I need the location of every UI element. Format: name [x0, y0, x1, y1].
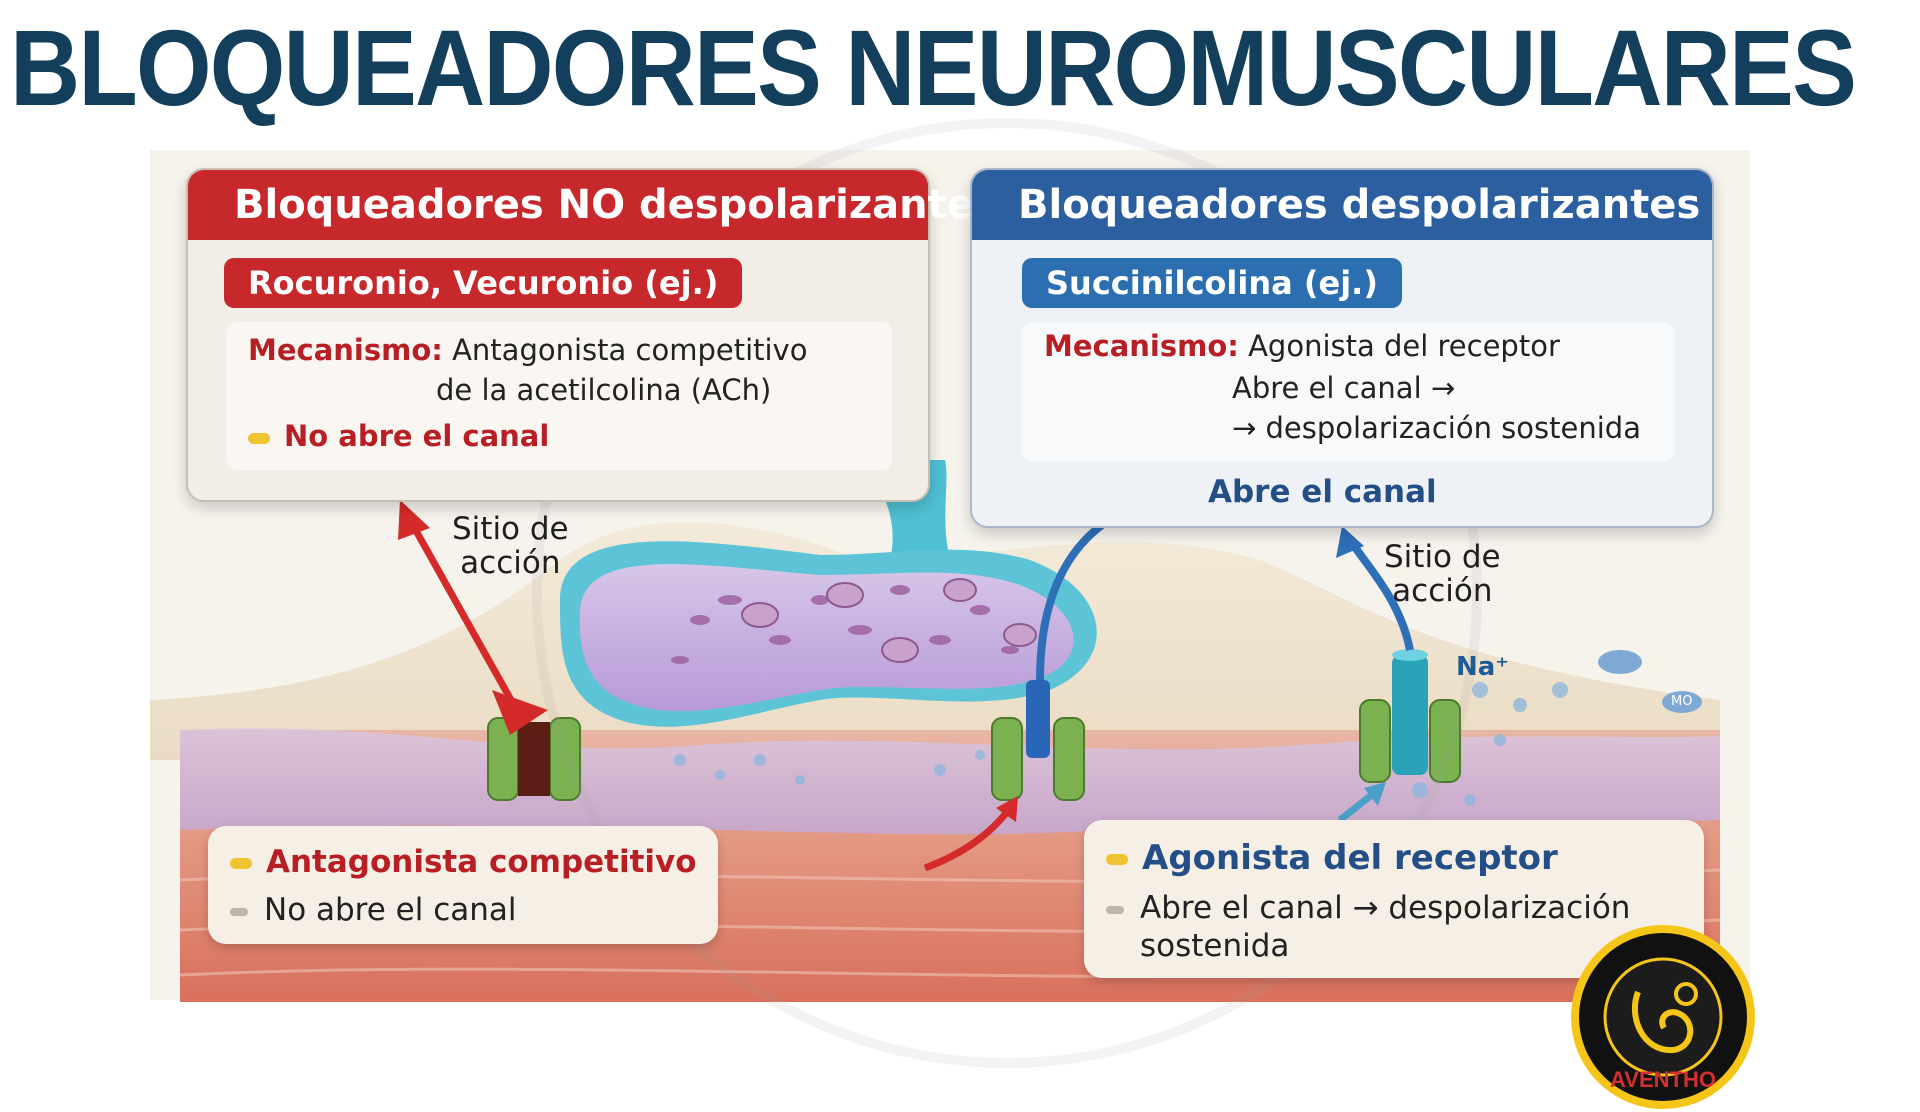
bubble-mo — [1662, 691, 1702, 713]
summary-box-right: Agonista del receptor Abre el canal → de… — [1084, 820, 1704, 978]
mechanism-bullet-left: No abre el canal — [248, 416, 549, 456]
summary-right-line2: Abre el canal → despolarización — [1106, 888, 1630, 928]
site-left-line2: acción — [460, 545, 561, 581]
mechanism-label-right: Mecanismo: — [1044, 329, 1239, 363]
panel-non-depolarizing: Bloqueadores NO despolarizantes Rocuroni… — [186, 168, 998, 502]
bullet-grey-icon — [1106, 905, 1124, 914]
bullet-yellow-icon — [230, 858, 252, 869]
arrow-left-site — [398, 500, 548, 735]
mechanism-box-right: Mecanismo: Agonista del receptor Abre el… — [1022, 322, 1674, 462]
logo-figure-icon — [1631, 990, 1694, 1054]
page-title: BLOQUEADORES NEUROMUSCULARES — [10, 7, 1857, 128]
mechanism-line-right-1: Mecanismo: Agonista del receptor — [1044, 326, 1560, 366]
bubble-1 — [1598, 650, 1642, 674]
mechanism-text-right-1: Agonista del receptor — [1248, 329, 1560, 363]
mechanism-text-left-2: de la acetilcolina (ACh) — [436, 373, 772, 407]
site-left-line1: Sitio de — [452, 511, 569, 547]
open-channel-label: Abre el canal — [1208, 474, 1437, 510]
mechanism-bullet-left-text: No abre el canal — [284, 419, 550, 453]
mechanism-line-left-1: Mecanismo: Antagonista competitivo — [248, 330, 807, 370]
summary-right-line1: Agonista del receptor — [1106, 838, 1558, 878]
panel-header-depolarizing: Bloqueadores despolarizantes — [972, 170, 1712, 240]
site-of-action-left: Sitio de acción — [452, 512, 569, 580]
examples-pill-left: Rocuronio, Vecuronio (ej.) — [224, 258, 743, 308]
summary-right-text3: sostenida — [1140, 928, 1290, 964]
mechanism-label-left: Mecanismo: — [248, 333, 443, 367]
site-of-action-right: Sitio de acción — [1384, 540, 1501, 608]
summary-left-line1: Antagonista competitivo — [230, 842, 697, 882]
mechanism-text-right-3: → despolarización sostenida — [1232, 411, 1641, 445]
panel-depolarizing: Bloqueadores despolarizantes Succinilcol… — [970, 168, 1714, 528]
bullet-grey-icon — [230, 907, 248, 916]
watermark-circle — [532, 118, 1482, 1068]
summary-left-text2: No abre el canal — [264, 892, 517, 928]
site-right-line1: Sitio de — [1384, 539, 1501, 575]
summary-right-text2: Abre el canal → despolarización — [1140, 890, 1631, 926]
bullet-yellow-icon — [1106, 854, 1128, 865]
mechanism-text-right-2: Abre el canal → — [1232, 371, 1456, 405]
summary-left-text1: Antagonista competitivo — [266, 844, 697, 880]
bullet-yellow-icon — [248, 432, 270, 444]
panel-header-non-depolarizing: Bloqueadores NO despolarizantes — [188, 170, 998, 240]
mechanism-box-left: Mecanismo: Antagonista competitivo de la… — [226, 322, 892, 470]
bubble-label-mo: MO — [1671, 694, 1693, 709]
site-right-line2: acción — [1392, 573, 1493, 609]
summary-right-text1: Agonista del receptor — [1142, 838, 1558, 878]
sodium-ion-label: Na⁺ — [1456, 652, 1510, 682]
examples-pill-right: Succinilcolina (ej.) — [1022, 258, 1402, 308]
summary-box-left: Antagonista competitivo No abre el canal — [208, 826, 718, 944]
summary-left-line2: No abre el canal — [230, 890, 517, 930]
mechanism-text-left-1: Antagonista competitivo — [452, 333, 808, 367]
aventho-logo: AVENTHO — [1571, 925, 1755, 1109]
